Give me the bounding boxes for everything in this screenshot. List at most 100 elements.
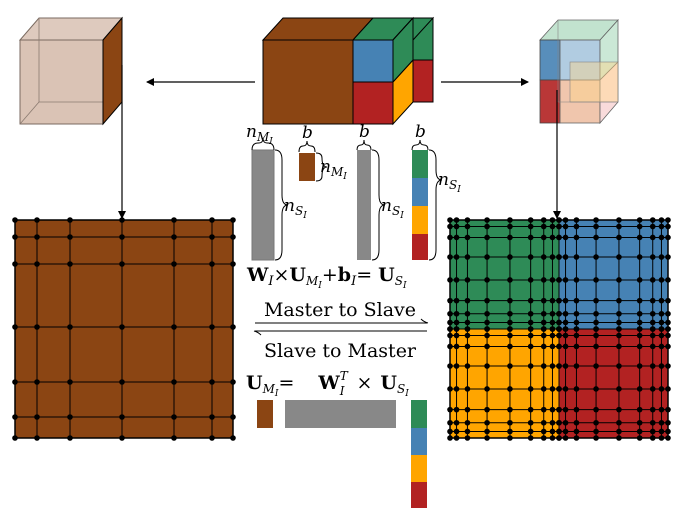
slave-mesh-blue-node [616,310,622,317]
slave-mesh-green-node [453,319,460,326]
slave-mesh-orange-node [484,332,490,339]
slave-mesh-green-node [540,319,547,326]
master-mesh-node [12,217,18,223]
slave-mesh-green-node [549,223,556,230]
slave-mesh-orange-node [540,435,547,441]
master-mesh-node [171,435,177,441]
slave-mesh-green-node [453,277,460,283]
slave-mesh-orange-node [453,419,460,426]
slave-mesh-green-node [453,234,460,241]
slave-mesh-orange-node [447,386,453,392]
slave-mesh-red-node [649,386,656,392]
slave-mesh-green-node [549,277,556,283]
master-mesh-node [230,435,236,441]
slave-mesh-orange-node [540,406,547,413]
slave-mesh-orange-node [464,386,471,392]
slave-mesh-red-node [562,419,569,426]
matrix-W-transpose [285,400,396,428]
master-mesh-node [67,261,73,267]
slave-mesh-green-node [484,234,490,241]
slave-mesh-blue-node [593,297,599,304]
master-mesh-node [34,261,40,267]
slave-mesh-red-node [556,363,562,369]
slave-mesh-blue-node [665,234,671,241]
master-mesh-node [171,261,177,267]
slave-mesh-blue-node [616,277,622,283]
vector-U-master-top [299,153,315,181]
slave-mesh-green-node [540,254,547,260]
slave-mesh-blue-node [658,217,665,223]
slave-mesh-orange-node [507,363,513,369]
slave-mesh-orange-node [464,406,471,413]
slave-mesh-orange-node [507,343,513,350]
slave-mesh-red-node [658,419,665,426]
slave-mesh-red-node [593,406,599,413]
master-mesh-node [230,217,236,223]
slave-mesh-red-node [665,406,671,413]
master-mesh-node [12,324,18,330]
label-nM-side: nMI [320,157,347,182]
slave-mesh-blue-node [665,277,671,283]
slave-mesh-blue-node [649,223,656,230]
slave-mesh-blue-node [649,277,656,283]
slave-mesh-green-node [464,277,471,283]
slave-mesh-red-node [616,326,622,332]
slave-mesh-blue-node [573,310,580,317]
slave-mesh-red-node [573,428,580,435]
slave-mesh-green-node [549,319,556,326]
slave-mesh-green-node [540,277,547,283]
slave-mesh-red-node [562,428,569,435]
slave-mesh-blue-node [665,310,671,317]
master-mesh-node [67,324,73,330]
master-mesh-node [171,217,177,223]
slave-mesh-blue-node [556,297,562,304]
slave-mesh-blue-node [636,234,643,241]
master-mesh-node [67,379,73,385]
master-mesh-node [12,261,18,267]
master-mesh-node [34,414,40,420]
master-mesh-node [171,324,177,330]
slave-mesh-red-node [616,419,622,426]
slave-mesh-orange-node [453,428,460,435]
slave-mesh-red-node [562,386,569,392]
slave-mesh-orange-node [447,326,453,332]
slave-mesh-blue-node [556,254,562,260]
slave-mesh-orange-node [453,406,460,413]
label-b-1: b [302,123,313,143]
slave-mesh-red-node [616,428,622,435]
slave-mesh-red-node [658,326,665,332]
slave-mesh-red-node [636,428,643,435]
slave-mesh-red-node [658,363,665,369]
slave-mesh-red-node [593,419,599,426]
master-mesh-node [119,217,125,223]
master-mesh-node [67,435,73,441]
slave-mesh-red-node [649,332,656,339]
slave-mesh-red-node [593,435,599,441]
slave-mesh-red-node [556,406,562,413]
vector-U-master-bottom [257,400,273,428]
slave-mesh-blue-node [593,234,599,241]
slave-mesh-red-node [616,363,622,369]
slave-mesh-orange-node [484,363,490,369]
slave-mesh-blue-node [556,310,562,317]
slave-mesh-red-node [665,435,671,441]
hybrid-cube [261,16,435,126]
slave-mesh-red-node [593,343,599,350]
master-cube-ghost [18,16,124,126]
master-mesh-node [34,217,40,223]
brace-nM-top [251,137,275,151]
slave-mesh-green-node [507,223,513,230]
slave-mesh [447,217,671,441]
slave-mesh-blue-node [562,310,569,317]
slave-mesh-blue-node [616,319,622,326]
slave-mesh-blue-node [562,277,569,283]
slave-mesh-orange-node [507,435,513,441]
slave-mesh-blue-node [658,254,665,260]
slave-mesh-blue-node [556,223,562,230]
label-nM-top: nMI [246,122,273,147]
slave-mesh-green-node [549,217,556,223]
slave-mesh-blue-node [573,297,580,304]
slave-mesh-blue-node [562,319,569,326]
master-mesh-node [209,379,215,385]
slave-mesh-red-node [573,326,580,332]
